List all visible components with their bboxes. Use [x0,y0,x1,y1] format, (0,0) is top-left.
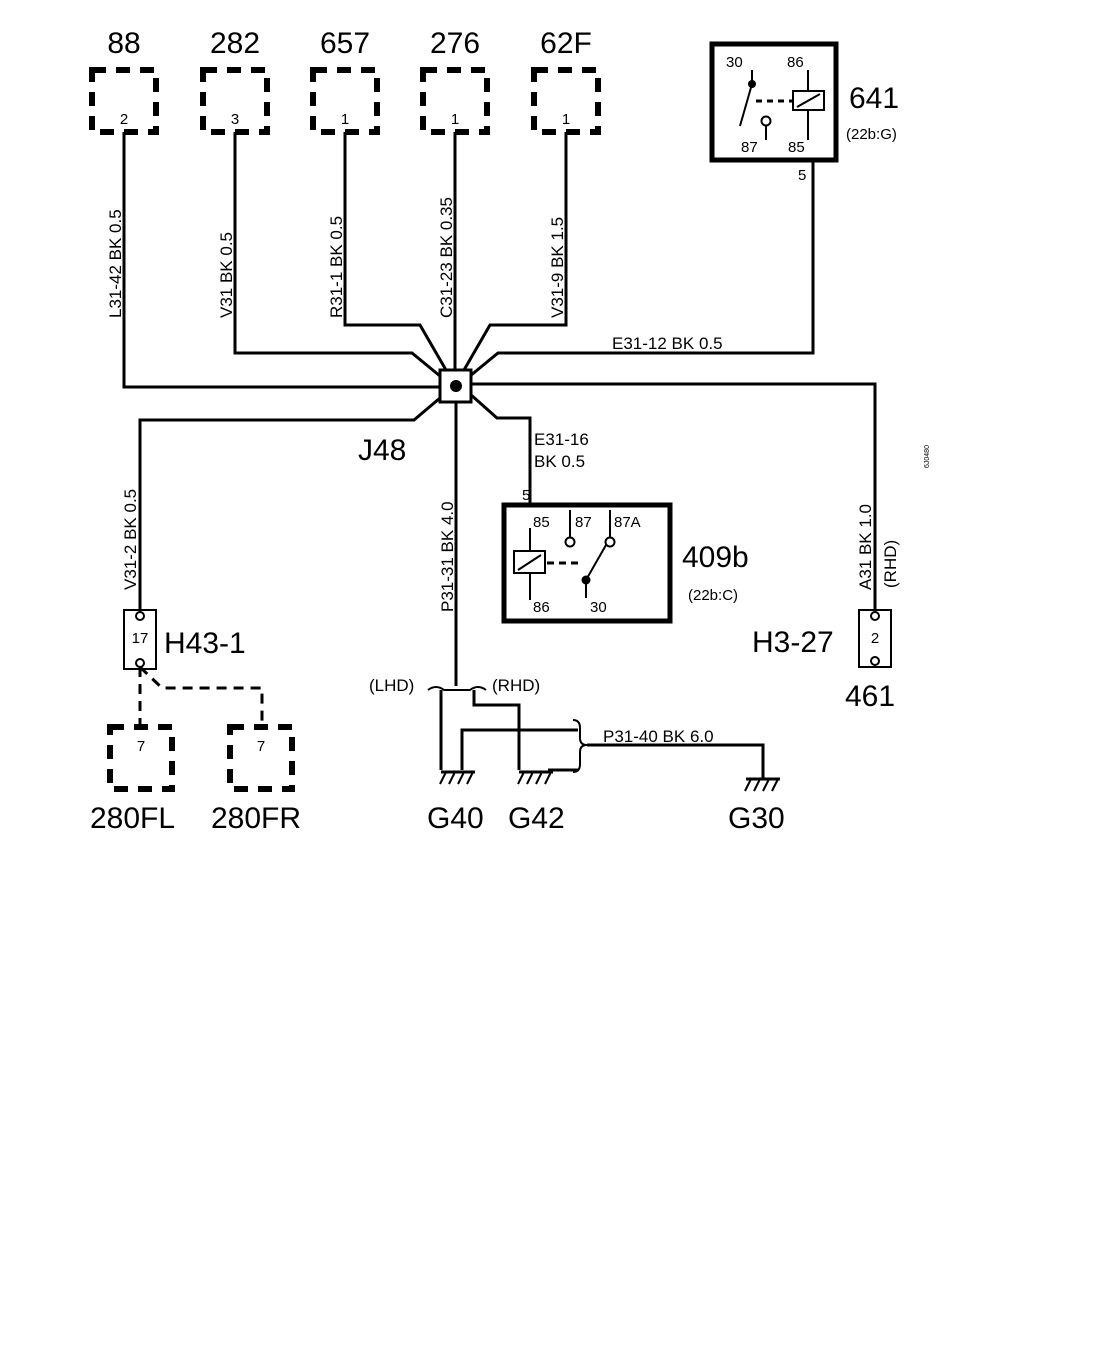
connector-276-pin: 1 [451,111,459,128]
wire-label-p31-31: P31-31 BK 4.0 [438,501,457,612]
connector-657: 657 1 [310,27,380,135]
connector-657-id: 657 [320,27,370,60]
connector-62f: 62F 1 [531,27,601,135]
dashed-wire-280fr [138,665,264,730]
wire-e31-16 [469,392,532,505]
relay-409b-ref: (22b:C) [688,587,738,604]
connector-280fr: 7 280FR [211,724,301,835]
wire-label-p31-40: P31-40 BK 6.0 [603,727,714,746]
wire-label-v31-2: V31-2 BK 0.5 [121,489,140,590]
relay-409b: 5 85 87 87A 86 30 409b (22b:C) [501,487,749,624]
wire-label-e31-12: E31-12 BK 0.5 [612,334,723,353]
connector-276-id: 276 [430,27,480,60]
connector-h3-27: 2 H3-27 461 [752,609,895,713]
connector-280fr-id: 280FR [211,802,301,835]
wire-label-e31-16: E31-16 [534,430,589,449]
ground-g40-label: G40 [427,802,484,835]
wire-label-c31-23: C31-23 BK 0.35 [437,197,456,318]
connector-280fl-pin: 7 [137,738,145,755]
connector-h3-27-id: H3-27 [752,626,834,659]
wire-a31 [470,382,877,612]
wires [122,132,877,686]
wire-v31-9 [462,132,568,371]
connector-282: 282 3 [200,27,270,135]
splice-j48: J48 [358,368,473,467]
wire-label-e31-16-spec: BK 0.5 [534,452,585,471]
connector-280fl: 7 280FL [90,724,175,835]
connector-657-pin: 1 [341,111,349,128]
ground-g42: G42 [508,770,565,835]
relay-641-ref: (22b:G) [846,126,897,143]
ground-g42-label: G42 [508,802,565,835]
ground-g40: G40 [427,770,484,835]
wire-label-v31: V31 BK 0.5 [217,232,236,318]
relay-409b-pin-87a: 87A [614,514,641,531]
relay-641-pin-86: 86 [787,54,804,71]
relay-409b-id: 409b [682,541,749,574]
wire-v31 [233,132,441,378]
ground-routing: (LHD) (RHD) P31-40 BK 6.0 [369,676,765,778]
connector-276: 276 1 [420,27,490,135]
connector-88: 88 2 [89,27,159,135]
connector-88-pin: 2 [120,111,128,128]
relay-641-pin-30: 30 [726,54,743,71]
connector-282-pin: 3 [231,111,239,128]
relay-641-id: 641 [849,82,899,115]
relay-409b-pin-30: 30 [590,599,607,616]
ground-g30: G30 [728,777,785,835]
wire-e31-12 [469,160,815,378]
relay-409b-pin-85: 85 [533,514,550,531]
diagram-code: 6J0480 [924,445,931,468]
connector-280fl-id: 280FL [90,802,175,835]
label-rhd: (RHD) [492,676,540,695]
connector-62f-id: 62F [540,27,592,60]
connector-h43-1-pin: 17 [132,630,149,647]
component-461: 461 [845,680,895,713]
wire-label-a31: A31 BK 1.0 [856,504,875,590]
relay-409b-pin-87: 87 [575,514,592,531]
wire-label-l31-42: L31-42 BK 0.5 [106,209,125,318]
connector-88-id: 88 [107,27,140,60]
ground-g30-label: G30 [728,802,785,835]
connector-h3-27-pin: 2 [871,630,879,647]
relay-641: 30 86 87 85 5 641 (22b:G) [709,41,899,184]
wire-r31-1 [343,132,448,371]
connector-282-id: 282 [210,27,260,60]
relay-409b-pin-86: 86 [533,599,550,616]
connector-h43-1: 17 H43-1 [123,609,246,670]
relay-641-pin-87: 87 [741,139,758,156]
connector-62f-pin: 1 [562,111,570,128]
wire-label-r31-1: R31-1 BK 0.5 [327,216,346,318]
wire-v31-2 [138,396,441,612]
splice-j48-id: J48 [358,434,406,467]
relay-641-pin-out: 5 [798,167,806,184]
relay-641-pin-85: 85 [788,139,805,156]
wire-l31-42 [122,132,440,389]
wire-label-h3-variant: (RHD) [881,540,900,588]
relay-409b-pin-in: 5 [522,487,530,504]
connector-h43-1-id: H43-1 [164,627,246,660]
label-lhd: (LHD) [369,676,414,695]
connector-280fr-pin: 7 [257,738,265,755]
wire-label-v31-9: V31-9 BK 1.5 [548,217,567,318]
